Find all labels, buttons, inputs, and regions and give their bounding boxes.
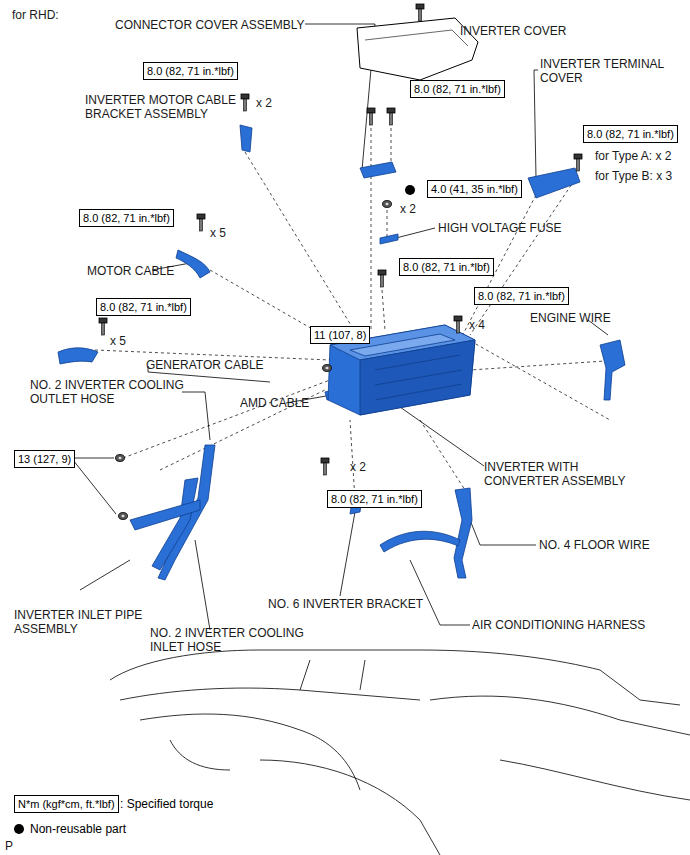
torque-value: 8.0 (82, 71 in.*lbf) bbox=[414, 83, 501, 95]
torque-box: 8.0 (82, 71 in.*lbf) bbox=[474, 287, 569, 305]
part-label: NO. 4 FLOOR WIRE bbox=[539, 538, 650, 552]
part-label: AIR CONDITIONING HARNESS bbox=[472, 618, 645, 632]
torque-value: 8.0 (82, 71 in.*lbf) bbox=[100, 301, 187, 313]
part-label: INVERTER MOTOR CABLE BRACKET ASSEMBLY bbox=[85, 93, 255, 121]
part-label: for Type A: x 2 bbox=[595, 149, 672, 163]
torque-value: 8.0 (82, 71 in.*lbf) bbox=[83, 212, 170, 224]
part-label: x 2 bbox=[256, 96, 272, 110]
part-label: P bbox=[5, 839, 13, 853]
part-label: for Type B: x 3 bbox=[595, 169, 672, 183]
part-label: for RHD: bbox=[12, 8, 59, 22]
torque-value: 8.0 (82, 71 in.*lbf) bbox=[587, 128, 674, 140]
torque-box: N*m (kgf*cm, ft.*lbf) bbox=[14, 795, 119, 813]
part-label: GENERATOR CABLE bbox=[146, 358, 264, 372]
part-label: x 2 bbox=[350, 460, 366, 474]
part-label: x 4 bbox=[469, 318, 485, 332]
part-label: HIGH VOLTAGE FUSE bbox=[438, 221, 562, 235]
torque-value: 13 (127, 9) bbox=[18, 453, 71, 465]
part-label: INVERTER WITH CONVERTER ASSEMBLY bbox=[484, 460, 634, 488]
legend-text: Non-reusable part bbox=[30, 822, 126, 836]
torque-value: 4.0 (41, 35 in.*lbf) bbox=[431, 183, 518, 195]
torque-box: 13 (127, 9) bbox=[14, 450, 75, 468]
part-label: MOTOR CABLE bbox=[87, 264, 174, 278]
torque-box: 4.0 (41, 35 in.*lbf) bbox=[427, 180, 522, 198]
torque-value: 8.0 (82, 71 in.*lbf) bbox=[403, 261, 490, 273]
part-label: INVERTER TERMINAL COVER bbox=[540, 57, 680, 85]
part-label: NO. 6 INVERTER BRACKET bbox=[268, 597, 423, 611]
torque-box: 8.0 (82, 71 in.*lbf) bbox=[410, 80, 505, 98]
part-label: x 5 bbox=[210, 226, 226, 240]
part-label: x 5 bbox=[110, 334, 126, 348]
torque-value: 8.0 (82, 71 in.*lbf) bbox=[478, 290, 565, 302]
part-label: INVERTER COVER bbox=[460, 24, 566, 38]
torque-box: 8.0 (82, 71 in.*lbf) bbox=[96, 298, 191, 316]
part-label: x 2 bbox=[400, 202, 416, 216]
torque-value: N*m (kgf*cm, ft.*lbf) bbox=[18, 798, 115, 810]
torque-value: 8.0 (82, 71 in.*lbf) bbox=[147, 65, 234, 77]
part-label: AMD CABLE bbox=[240, 396, 309, 410]
part-label: ENGINE WIRE bbox=[530, 311, 611, 325]
torque-box: 8.0 (82, 71 in.*lbf) bbox=[327, 490, 422, 508]
part-label: NO. 2 INVERTER COOLING OUTLET HOSE bbox=[30, 378, 210, 406]
legend-text: : Specified torque bbox=[120, 797, 213, 811]
torque-box: 8.0 (82, 71 in.*lbf) bbox=[583, 125, 678, 143]
torque-box: 8.0 (82, 71 in.*lbf) bbox=[79, 209, 174, 227]
part-label: NO. 2 INVERTER COOLING INLET HOSE bbox=[150, 626, 320, 654]
torque-value: 11 (107, 8) bbox=[314, 329, 366, 341]
torque-box: 11 (107, 8) bbox=[310, 326, 370, 344]
torque-box: 8.0 (82, 71 in.*lbf) bbox=[399, 258, 494, 276]
part-label: CONNECTOR COVER ASSEMBLY bbox=[115, 18, 305, 32]
part-label: INVERTER INLET PIPE ASSEMBLY bbox=[14, 608, 164, 636]
torque-value: 8.0 (82, 71 in.*lbf) bbox=[331, 493, 418, 505]
torque-box: 8.0 (82, 71 in.*lbf) bbox=[143, 62, 238, 80]
